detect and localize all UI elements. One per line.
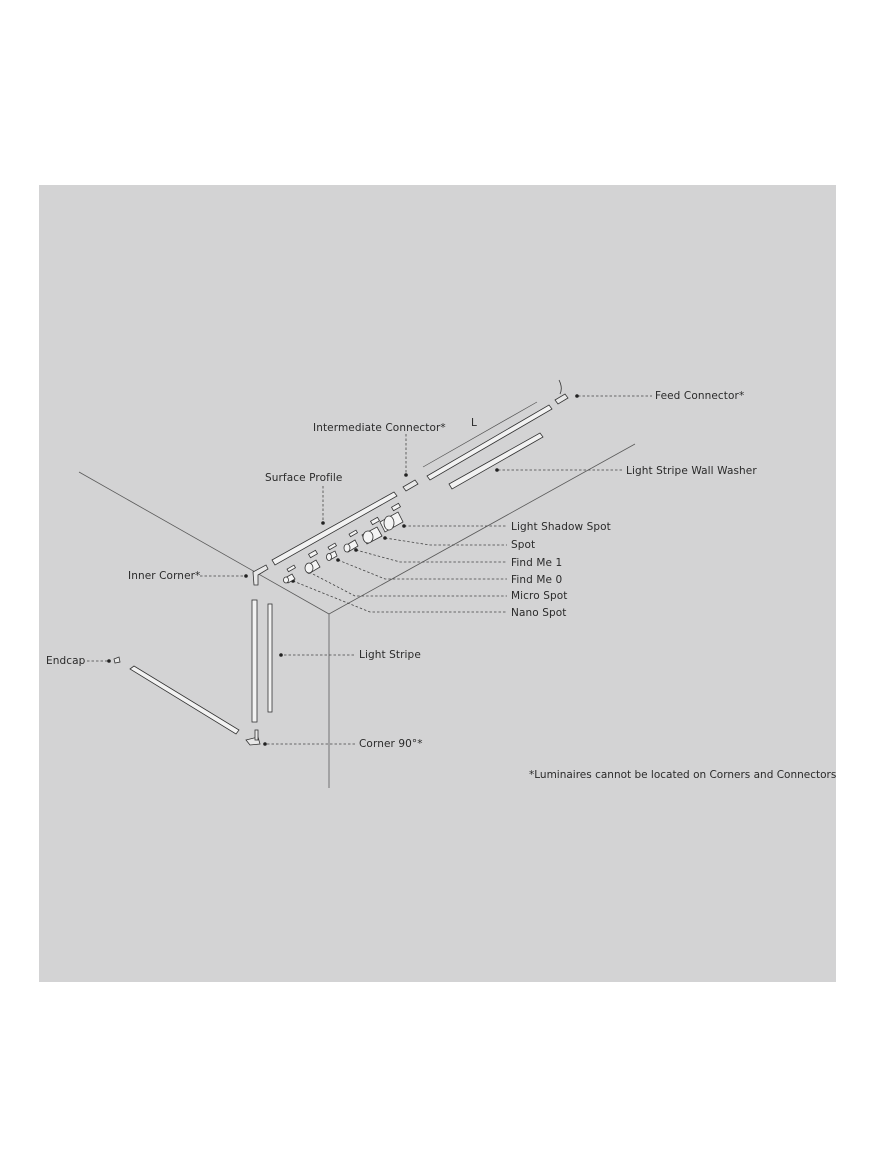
- spots: [283, 502, 404, 584]
- label-inner-corner: Inner Corner*: [128, 570, 201, 582]
- label-spot: Spot: [511, 539, 536, 551]
- light-shadow-spot-part: [379, 502, 404, 533]
- label-corner-90: Corner 90°*: [359, 738, 423, 750]
- footnote: *Luminaires cannot be located on Corners…: [529, 769, 837, 781]
- lower-diagonal-bar: [129, 665, 240, 735]
- label-light-stripe: Light Stripe: [359, 649, 421, 661]
- label-endcap: Endcap: [46, 655, 86, 667]
- label-micro-spot: Micro Spot: [511, 590, 568, 602]
- label-light-shadow-spot: Light Shadow Spot: [511, 521, 611, 533]
- label-light-stripe-wall-washer: Light Stripe Wall Washer: [626, 465, 757, 477]
- connectors: [113, 379, 569, 746]
- spot-part: [361, 516, 383, 545]
- label-find-me-0: Find Me 0: [511, 574, 563, 586]
- dimension-label-L: L: [471, 417, 477, 429]
- nano-spot-part: [283, 564, 297, 584]
- surface-profile-bar: [271, 491, 398, 566]
- label-nano-spot: Nano Spot: [511, 607, 567, 619]
- room-edges: [78, 443, 636, 788]
- intermediate-connector-part: [402, 479, 419, 492]
- surface-profile-upper: [426, 404, 553, 481]
- diagram-panel: [39, 185, 836, 982]
- dimension-line-L: [422, 401, 538, 468]
- label-find-me-1: Find Me 1: [511, 557, 563, 569]
- inner-corner-part: [252, 564, 269, 586]
- light-stripe-wall-washer-bar: [448, 432, 544, 490]
- find-me-0-part: [326, 542, 338, 561]
- feed-connector-part: [554, 393, 569, 405]
- endcap-part: [113, 656, 121, 664]
- label-surface-profile: Surface Profile: [265, 472, 343, 484]
- leader-lines: [87, 395, 652, 745]
- label-feed-connector: Feed Connector*: [655, 390, 745, 402]
- label-intermediate-connector: Intermediate Connector*: [313, 422, 446, 434]
- profiles: [129, 404, 553, 735]
- find-me-1-part: [343, 529, 359, 553]
- feed-cable-icon: [558, 379, 562, 395]
- micro-spot-part: [304, 549, 321, 574]
- vertical-profile-bar: [251, 599, 258, 723]
- light-stripe-bar: [267, 603, 273, 713]
